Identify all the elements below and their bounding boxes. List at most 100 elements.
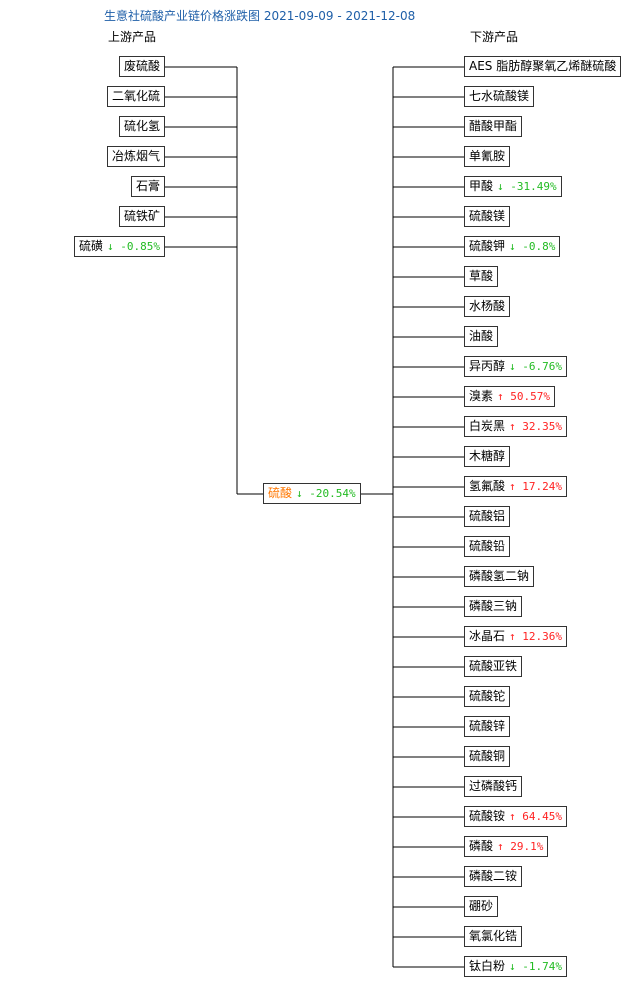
arrow-up-icon: ↑	[509, 420, 516, 433]
downstream-node[interactable]: 木糖醇	[464, 446, 511, 467]
node-label: 硫酸铝	[469, 509, 506, 523]
upstream-header: 上游产品	[108, 30, 157, 44]
node-label: 磷酸氢二钠	[469, 569, 530, 583]
node-label: 氧氯化锆	[469, 929, 518, 943]
upstream-node[interactable]: 硫化氢	[119, 116, 166, 137]
change-value: 64.45%	[515, 810, 562, 823]
price-down-change: ↓ -6.76%	[509, 360, 562, 373]
price-up-change: ↑ 64.45%	[509, 810, 562, 823]
arrow-up-icon: ↑	[509, 630, 516, 643]
downstream-node[interactable]: 醋酸甲酯	[464, 116, 523, 137]
downstream-node[interactable]: 硫酸钾↓ -0.8%	[464, 236, 561, 257]
downstream-node[interactable]: 溴素↑ 50.57%	[464, 386, 555, 407]
downstream-node[interactable]: 氧氯化锆	[464, 926, 523, 947]
arrow-up-icon: ↑	[497, 390, 504, 403]
price-up-change: ↑ 17.24%	[509, 480, 562, 493]
price-up-change: ↑ 29.1%	[497, 840, 543, 853]
node-label: 氢氟酸	[469, 479, 506, 493]
node-label: 溴素	[469, 389, 494, 403]
price-up-change: ↑ 32.35%	[509, 420, 562, 433]
node-label: 硼砂	[469, 899, 494, 913]
downstream-node[interactable]: 磷酸↑ 29.1%	[464, 836, 549, 857]
arrow-up-icon: ↑	[509, 810, 516, 823]
change-value: -0.8%	[515, 240, 556, 253]
change-value: -0.85%	[113, 240, 160, 253]
downstream-node[interactable]: 磷酸三钠	[464, 596, 523, 617]
change-value: 32.35%	[515, 420, 562, 433]
node-label: 二氧化硫	[112, 89, 161, 103]
downstream-node[interactable]: 硫酸亚铁	[464, 656, 523, 677]
price-down-change: ↓ -0.85%	[107, 240, 160, 253]
node-label: 冶炼烟气	[112, 149, 161, 163]
price-down-change: ↓ -0.8%	[509, 240, 555, 253]
downstream-node[interactable]: 七水硫酸镁	[464, 86, 535, 107]
node-label: 过磷酸钙	[469, 779, 518, 793]
node-label: 硫铁矿	[124, 209, 161, 223]
node-label: 石膏	[136, 179, 161, 193]
downstream-node[interactable]: 硫酸锌	[464, 716, 511, 737]
downstream-node[interactable]: 过磷酸钙	[464, 776, 523, 797]
arrow-down-icon: ↓	[509, 960, 516, 973]
downstream-node[interactable]: 白炭黑↑ 32.35%	[464, 416, 567, 437]
price-down-change: ↓ -1.74%	[509, 960, 562, 973]
upstream-node[interactable]: 冶炼烟气	[107, 146, 166, 167]
chart-title: 生意社硫酸产业链价格涨跌图 2021-09-09 - 2021-12-08	[104, 9, 416, 23]
upstream-node[interactable]: 二氧化硫	[107, 86, 166, 107]
upstream-node[interactable]: 硫磺↓ -0.85%	[74, 236, 165, 257]
downstream-node[interactable]: 氢氟酸↑ 17.24%	[464, 476, 567, 497]
downstream-node[interactable]: 异丙醇↓ -6.76%	[464, 356, 567, 377]
arrow-down-icon: ↓	[509, 240, 516, 253]
node-label: 硫酸亚铁	[469, 659, 518, 673]
downstream-node[interactable]: 油酸	[464, 326, 499, 347]
downstream-node[interactable]: 甲酸↓ -31.49%	[464, 176, 562, 197]
downstream-node[interactable]: 硫酸铊	[464, 686, 511, 707]
arrow-down-icon: ↓	[107, 240, 114, 253]
downstream-node[interactable]: 硫酸镁	[464, 206, 511, 227]
price-up-change: ↑ 50.57%	[497, 390, 550, 403]
node-label: 硫酸铵	[469, 809, 506, 823]
downstream-node[interactable]: 冰晶石↑ 12.36%	[464, 626, 567, 647]
upstream-node[interactable]: 石膏	[131, 176, 166, 197]
arrow-down-icon: ↓	[497, 180, 504, 193]
price-down-change: ↓ -31.49%	[497, 180, 557, 193]
arrow-down-icon: ↓	[296, 487, 303, 500]
node-label: 硫酸镁	[469, 209, 506, 223]
change-value: 17.24%	[515, 480, 562, 493]
node-label: 磷酸二铵	[469, 869, 518, 883]
downstream-node[interactable]: 磷酸二铵	[464, 866, 523, 887]
upstream-node[interactable]: 废硫酸	[119, 56, 166, 77]
node-label: 硫化氢	[124, 119, 161, 133]
node-label: 钛白粉	[469, 959, 506, 973]
change-value: -1.74%	[515, 960, 562, 973]
node-label: 硫酸铊	[469, 689, 506, 703]
center-node-sulfuric-acid[interactable]: 硫酸↓ -20.54%	[263, 483, 361, 504]
downstream-node[interactable]: 钛白粉↓ -1.74%	[464, 956, 567, 977]
node-label: 废硫酸	[124, 59, 161, 73]
downstream-node[interactable]: 水杨酸	[464, 296, 511, 317]
node-label: 草酸	[469, 269, 494, 283]
change-value: -31.49%	[503, 180, 557, 193]
node-label: 异丙醇	[469, 359, 506, 373]
downstream-header: 下游产品	[470, 30, 519, 44]
downstream-node[interactable]: AES 脂肪醇聚氧乙烯醚硫酸	[464, 56, 622, 77]
downstream-node[interactable]: 草酸	[464, 266, 499, 287]
node-label: 硫酸钾	[469, 239, 506, 253]
price-down-change: ↓ -20.54%	[296, 487, 356, 500]
downstream-node[interactable]: 硫酸铅	[464, 536, 511, 557]
downstream-node[interactable]: 硫酸铵↑ 64.45%	[464, 806, 567, 827]
node-label: 硫酸铅	[469, 539, 506, 553]
downstream-node[interactable]: 单氰胺	[464, 146, 511, 167]
downstream-node[interactable]: 硫酸铝	[464, 506, 511, 527]
downstream-node[interactable]: 磷酸氢二钠	[464, 566, 535, 587]
node-label: 油酸	[469, 329, 494, 343]
price-up-change: ↑ 12.36%	[509, 630, 562, 643]
node-label: 硫酸	[268, 486, 293, 500]
arrow-up-icon: ↑	[509, 480, 516, 493]
node-label: 硫磺	[79, 239, 104, 253]
node-label: 硫酸铜	[469, 749, 506, 763]
downstream-node[interactable]: 硫酸铜	[464, 746, 511, 767]
node-label: 白炭黑	[469, 419, 506, 433]
upstream-node[interactable]: 硫铁矿	[119, 206, 166, 227]
downstream-node[interactable]: 硼砂	[464, 896, 499, 917]
